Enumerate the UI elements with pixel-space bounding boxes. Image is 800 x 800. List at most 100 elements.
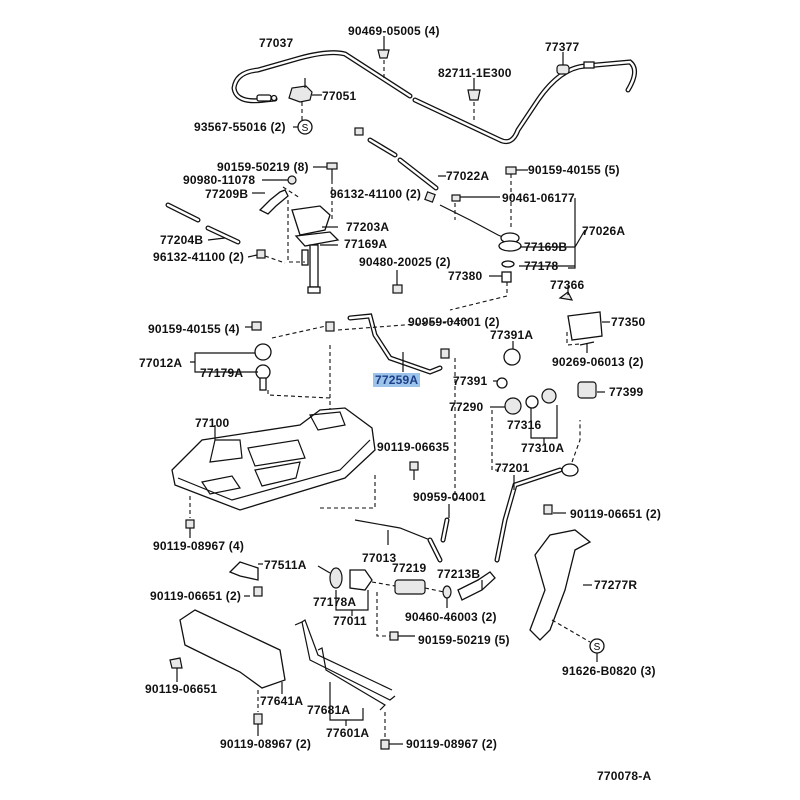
- label-90119-06651-2b[interactable]: 90119-06651 (2): [150, 589, 242, 603]
- hose-77259A[interactable]: [347, 313, 443, 375]
- label-77350[interactable]: 77350: [611, 315, 646, 329]
- cap-77310A[interactable]: [541, 388, 557, 404]
- label-77380[interactable]: 77380: [448, 269, 483, 283]
- label-77013[interactable]: 77013: [362, 551, 397, 565]
- bolt-90159-50219-5[interactable]: [389, 631, 399, 641]
- label-90159-50219-5[interactable]: 90159-50219 (5): [418, 633, 510, 647]
- label-77203A[interactable]: 77203A: [346, 220, 390, 234]
- label-77511A[interactable]: 77511A: [264, 558, 307, 572]
- label-90159-40155-4[interactable]: 90159-40155 (4): [148, 322, 240, 336]
- label-77391A[interactable]: 77391A: [490, 328, 534, 342]
- label-96132-41100-b[interactable]: 96132-41100 (2): [153, 250, 245, 264]
- clamp-77051[interactable]: [288, 85, 313, 103]
- filler-pipe-77201[interactable]: [494, 463, 579, 563]
- label-90469-05005[interactable]: 90469-05005 (4): [348, 24, 440, 38]
- tube-77013[interactable]: [354, 517, 450, 563]
- fuel-tank-77100[interactable]: [171, 407, 376, 511]
- label-77290[interactable]: 77290: [449, 400, 484, 414]
- valve-77012A[interactable]: [254, 343, 272, 391]
- hose-77204B[interactable]: [165, 202, 241, 245]
- label-90119-08967-4[interactable]: 90119-08967 (4): [153, 539, 245, 553]
- hose-77209B[interactable]: [258, 189, 289, 215]
- band-77681A[interactable]: [294, 619, 396, 711]
- tube-main[interactable]: [412, 59, 637, 145]
- label-90119-06651-2a[interactable]: 90119-06651 (2): [570, 507, 662, 521]
- label-77169A[interactable]: 77169A: [344, 237, 388, 251]
- bracket-77511A[interactable]: [228, 561, 259, 581]
- label-77179A[interactable]: 77179A: [200, 366, 244, 380]
- label-77377[interactable]: 77377: [545, 40, 580, 54]
- hose-77022A[interactable]: [367, 137, 439, 191]
- gasket-77178A[interactable]: [329, 567, 343, 589]
- label-77366[interactable]: 77366: [550, 278, 585, 292]
- label-77316[interactable]: 77316: [507, 418, 542, 432]
- label-77011[interactable]: 77011: [333, 614, 367, 628]
- label-77100[interactable]: 77100: [195, 416, 230, 430]
- bolt-90159-40155-4[interactable]: [251, 321, 262, 331]
- spring-77366[interactable]: [558, 291, 574, 301]
- label-77026A[interactable]: 77026A: [582, 224, 626, 238]
- protector-77277R[interactable]: [529, 529, 592, 641]
- tube-77037[interactable]: [231, 50, 413, 104]
- label-77204B[interactable]: 77204B: [160, 233, 204, 247]
- bolt-90119-06651-2b[interactable]: [253, 586, 263, 597]
- label-77601A[interactable]: 77601A: [326, 726, 370, 740]
- grommet-90980[interactable]: [287, 175, 297, 185]
- vent-valve-77026A[interactable]: [439, 204, 522, 283]
- bolt-90159-50219[interactable]: [326, 162, 338, 180]
- fuel-lid-77350[interactable]: [567, 311, 603, 341]
- label-77178A[interactable]: 77178A: [313, 595, 357, 609]
- bolt-90119-06635[interactable]: [409, 461, 419, 480]
- label-77399[interactable]: 77399: [609, 385, 644, 399]
- fuel-pump-assembly[interactable]: [291, 205, 340, 294]
- label-90959-04001[interactable]: 90959-04001: [413, 490, 486, 504]
- label-77012A[interactable]: 77012A: [139, 356, 183, 370]
- clip-90461[interactable]: [451, 194, 461, 202]
- grommet-82711[interactable]: [467, 89, 481, 120]
- grommet-90480[interactable]: [392, 284, 403, 294]
- label-90159-40155-5[interactable]: 90159-40155 (5): [528, 163, 620, 177]
- ring-77391[interactable]: [496, 377, 508, 389]
- label-90119-06635[interactable]: 90119-06635: [377, 440, 450, 454]
- pipe-77011[interactable]: [349, 569, 373, 591]
- label-90159-50219-8[interactable]: 90159-50219 (8): [217, 160, 309, 174]
- label-96132-41100-a[interactable]: 96132-41100 (2): [330, 187, 422, 201]
- label-77022A[interactable]: 77022A: [446, 169, 490, 183]
- label-77209B[interactable]: 77209B: [205, 187, 249, 201]
- protector-77641A[interactable]: [179, 609, 286, 689]
- label-77310A[interactable]: 77310A: [521, 441, 565, 455]
- label-77641A[interactable]: 77641A: [260, 694, 304, 708]
- hose-77219[interactable]: [394, 579, 426, 595]
- label-77213B[interactable]: 77213B: [437, 567, 481, 581]
- clamp-90460[interactable]: [442, 585, 452, 599]
- label-77681A[interactable]: 77681A: [307, 703, 351, 717]
- label-90460-46003[interactable]: 90460-46003 (2): [405, 610, 497, 624]
- label-77277R[interactable]: 77277R: [594, 578, 638, 592]
- label-77391[interactable]: 77391: [453, 374, 488, 388]
- bolt-90119-08967-2a[interactable]: [253, 713, 263, 725]
- label-82711-1E300[interactable]: 82711-1E300: [438, 66, 512, 80]
- label-90461-06177[interactable]: 90461-06177: [502, 191, 575, 205]
- bolt-90119-06651-2a[interactable]: [543, 504, 553, 515]
- bolt-90119-08967-2b[interactable]: [380, 739, 390, 750]
- label-77051[interactable]: 77051: [322, 89, 357, 103]
- label-77201[interactable]: 77201: [495, 461, 530, 475]
- cap-77290[interactable]: [504, 397, 522, 415]
- label-91626-B0820[interactable]: 91626-B0820 (3): [562, 664, 656, 678]
- label-90119-08967-2b[interactable]: 90119-08967 (2): [406, 737, 498, 751]
- label-77037[interactable]: 77037: [259, 36, 294, 50]
- label-77259A[interactable]: 77259A: [373, 373, 421, 387]
- label-90119-06651[interactable]: 90119-06651: [145, 682, 218, 696]
- gasket-77316[interactable]: [525, 395, 539, 409]
- label-90980-11078[interactable]: 90980-11078: [183, 173, 256, 187]
- ring-77391A[interactable]: [503, 348, 521, 366]
- label-90119-08967-2a[interactable]: 90119-08967 (2): [220, 737, 312, 751]
- label-77169B[interactable]: 77169B: [524, 240, 568, 254]
- part-77399[interactable]: [577, 381, 597, 399]
- clamp-77377[interactable]: [556, 64, 570, 75]
- label-90269-06013[interactable]: 90269-06013 (2): [552, 355, 644, 369]
- label-90959-04001-2[interactable]: 90959-04001 (2): [408, 315, 500, 329]
- label-90480-20025[interactable]: 90480-20025 (2): [359, 255, 451, 269]
- bolt-90119-06651[interactable]: [169, 657, 183, 669]
- label-93567-55016[interactable]: 93567-55016 (2): [194, 120, 286, 134]
